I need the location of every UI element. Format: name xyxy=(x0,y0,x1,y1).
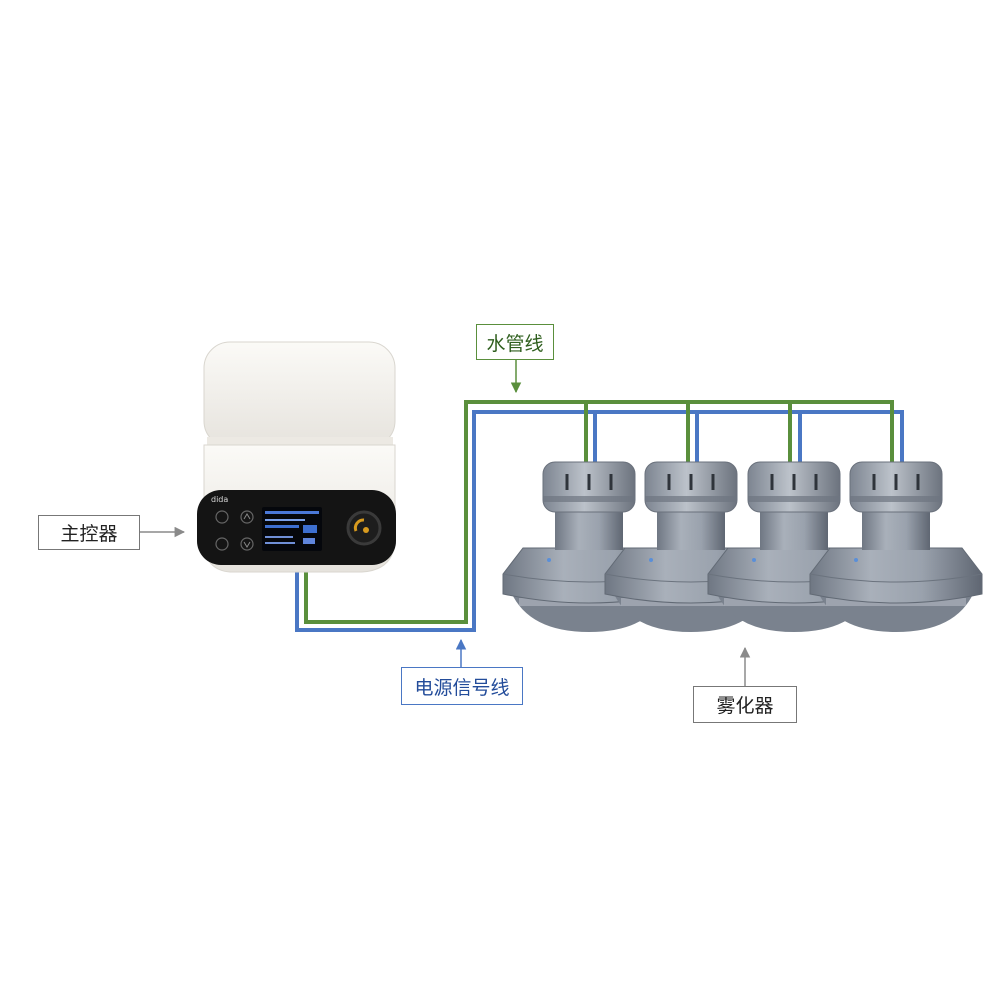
vent-slot xyxy=(894,474,898,490)
vent-slot xyxy=(872,474,876,490)
controller-button-up[interactable] xyxy=(240,510,254,524)
water-pipe-label: 水管线 xyxy=(476,324,554,360)
down-arrow-icon xyxy=(243,541,251,548)
atomizer-label: 雾化器 xyxy=(693,686,797,723)
power-signal-line xyxy=(295,410,904,632)
main-controller-label: 主控器 xyxy=(38,515,140,550)
atomizer-unit xyxy=(809,461,983,632)
controller-button-power[interactable] xyxy=(215,510,229,524)
vent-slot xyxy=(711,474,715,490)
knob-ring-icon xyxy=(353,518,365,532)
main-controller: dida xyxy=(197,341,396,573)
brand-logo-text: dida xyxy=(211,495,228,504)
up-arrow-icon xyxy=(243,513,251,520)
vent-slot xyxy=(667,474,671,490)
vent-slot xyxy=(587,474,591,490)
power-signal-label: 电源信号线 xyxy=(401,667,523,705)
main-controller-label-text: 主控器 xyxy=(60,523,118,545)
water-pipe-line xyxy=(304,400,894,624)
power-signal-label-text: 电源信号线 xyxy=(414,676,510,699)
vent-slot xyxy=(916,474,920,490)
controller-button-down[interactable] xyxy=(240,537,254,551)
vent-slot xyxy=(814,474,818,490)
vent-slot xyxy=(792,474,796,490)
vent-slot xyxy=(770,474,774,490)
vent-slot xyxy=(565,474,569,490)
atomizer-label-text: 雾化器 xyxy=(716,695,774,717)
controller-button-mode[interactable] xyxy=(215,537,229,551)
vent-slot xyxy=(689,474,693,490)
vent-slot xyxy=(609,474,613,490)
water-pipe-label-text: 水管线 xyxy=(486,332,544,355)
